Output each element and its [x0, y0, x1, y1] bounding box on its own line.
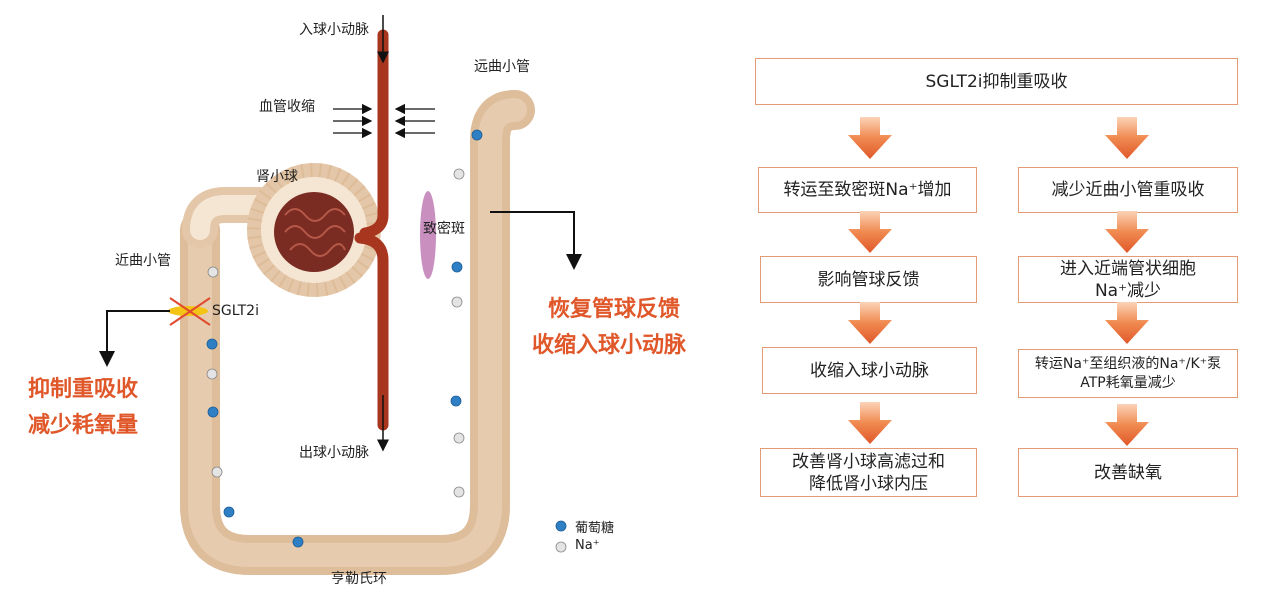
vasoconstriction-arrows	[333, 103, 435, 139]
vasoconstriction-label: 血管收缩	[259, 99, 315, 115]
nephron-diagram	[99, 15, 582, 575]
flow-right-box-4: 改善缺氧	[1018, 448, 1238, 497]
macula-densa-label: 致密斑	[423, 221, 465, 237]
glucose-particles	[206, 129, 483, 548]
efferent-arteriole	[354, 232, 389, 431]
glomerulus-tuft	[274, 192, 354, 272]
left-callout-line1: 抑制重吸收	[28, 377, 139, 402]
legend-glucose-label: 葡萄糖	[575, 521, 615, 536]
sodium-particles	[206, 168, 465, 498]
down-arrow-left-1	[848, 117, 892, 159]
flow-right-box-2: 进入近端管状细胞 Na⁺减少	[1018, 256, 1238, 303]
efferent-arteriole-label: 出球小动脉	[299, 445, 369, 461]
macula-densa-mark	[420, 191, 436, 279]
legend-glucose-dot	[555, 520, 567, 532]
right-callout-line	[490, 211, 582, 270]
down-arrow-right-3	[1105, 302, 1149, 344]
down-arrow-left-4	[848, 402, 892, 444]
distal-tubule-label: 远曲小管	[474, 59, 530, 75]
bowman-capsule	[247, 163, 381, 297]
down-arrow-right-1	[1105, 117, 1149, 159]
legend-na-dot	[555, 541, 567, 553]
flow-left-box-3: 收缩入球小动脉	[762, 347, 977, 394]
flow-right-box-3: 转运Na⁺至组织液的Na⁺/K⁺泵 ATP耗氧量减少	[1018, 349, 1238, 398]
loop-of-henle-label: 亨勒氏环	[331, 571, 387, 587]
flow-top-box: SGLT2i抑制重吸收	[755, 58, 1238, 105]
down-arrow-left-3	[848, 302, 892, 344]
right-callout-line2: 收缩入球小动脉	[532, 333, 687, 358]
tubule	[180, 90, 535, 575]
right-callout-line1: 恢复管球反馈	[548, 297, 681, 322]
sglt2i-label: SGLT2i	[212, 303, 259, 319]
flow-right-box-1: 减少近曲小管重吸收	[1018, 167, 1238, 213]
legend-na-label: Na⁺	[575, 538, 600, 553]
left-callout-line	[99, 310, 170, 367]
flow-left-box-4: 改善肾小球高滤过和 降低肾小球内压	[760, 448, 977, 497]
down-arrow-right-2	[1105, 211, 1149, 253]
afferent-arteriole	[359, 29, 389, 239]
flow-left-box-1: 转运至致密斑Na⁺增加	[758, 167, 977, 213]
afferent-arteriole-label: 入球小动脉	[299, 22, 369, 38]
sglt2-transporter-blocked	[168, 297, 211, 326]
down-arrow-left-2	[848, 211, 892, 253]
flow-left-box-2: 影响管球反馈	[760, 256, 977, 303]
down-arrow-right-4	[1105, 404, 1149, 446]
proximal-tubule-label: 近曲小管	[115, 253, 171, 269]
left-callout-line2: 减少耗氧量	[28, 413, 139, 438]
glomerulus-label: 肾小球	[256, 169, 298, 185]
